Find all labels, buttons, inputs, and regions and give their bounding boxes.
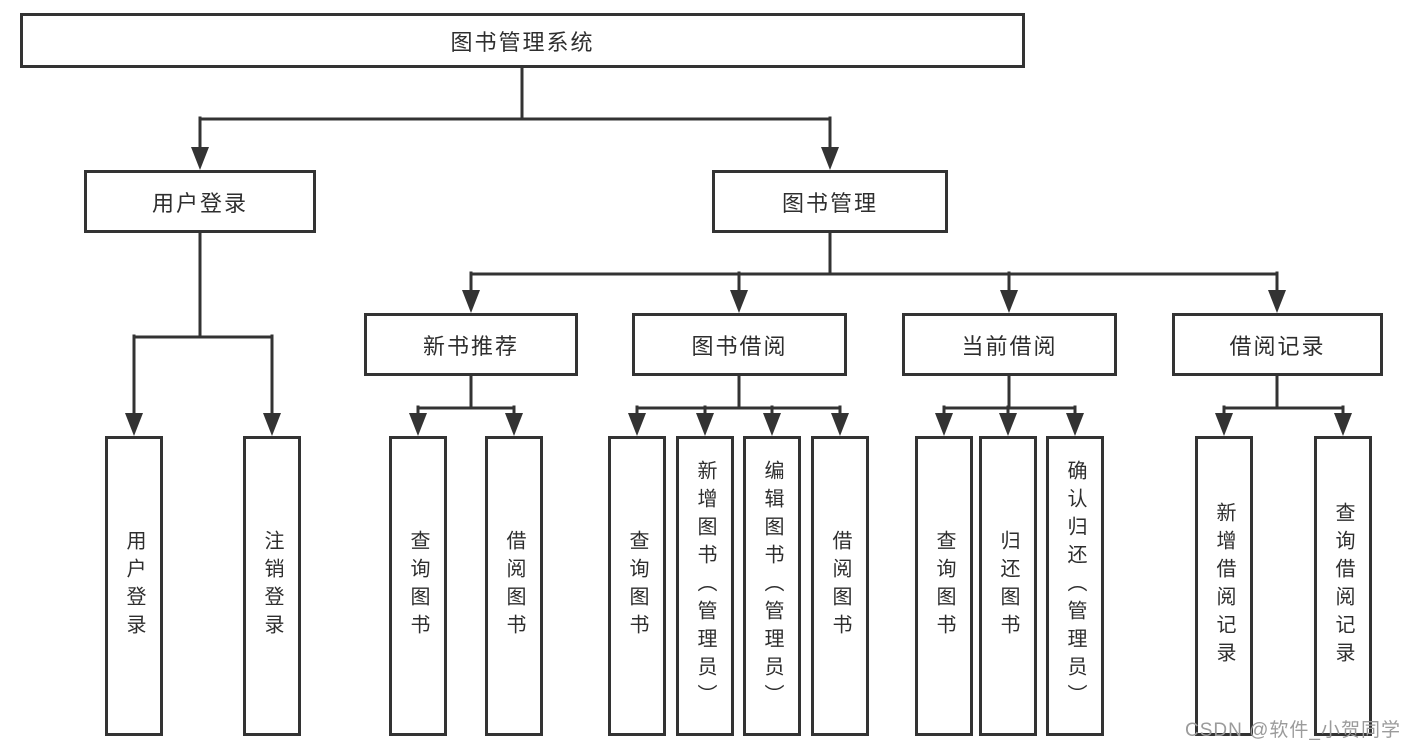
- leaf-user-login-label: 用户登录: [123, 530, 145, 642]
- leaf-borrow-books-borrow-label: 借阅图书: [829, 530, 851, 642]
- arrowheads: [125, 147, 1352, 436]
- node-user-login: 用户登录: [84, 170, 316, 233]
- leaf-edit-books-admin-label: 编辑图书（管理员）: [761, 460, 783, 712]
- leaf-borrow-books-borrow: 借阅图书: [811, 436, 869, 736]
- leaf-add-borrow-record: 新增借阅记录: [1195, 436, 1253, 736]
- node-book-borrowing: 图书借阅: [632, 313, 847, 376]
- leaf-borrow-books-recommend: 借阅图书: [485, 436, 543, 736]
- node-new-book-recommend: 新书推荐: [364, 313, 578, 376]
- leaf-logout: 注销登录: [243, 436, 301, 736]
- leaf-query-books-recommend-label: 查询图书: [407, 530, 429, 642]
- node-current-borrowing-label: 当前借阅: [961, 333, 1058, 359]
- node-root-label: 图书管理系统: [450, 29, 595, 55]
- leaf-confirm-return-admin: 确认归还（管理员）: [1046, 436, 1104, 736]
- node-borrowing-records: 借阅记录: [1172, 313, 1383, 376]
- leaf-return-books-label: 归还图书: [997, 530, 1019, 642]
- leaf-query-books-recommend: 查询图书: [389, 436, 447, 736]
- node-borrowing-records-label: 借阅记录: [1229, 333, 1326, 359]
- leaf-user-login: 用户登录: [105, 436, 163, 736]
- node-current-borrowing: 当前借阅: [902, 313, 1117, 376]
- leaf-logout-label: 注销登录: [261, 530, 283, 642]
- leaf-confirm-return-admin-label: 确认归还（管理员）: [1064, 460, 1086, 712]
- leaf-query-books-current-label: 查询图书: [933, 530, 955, 642]
- leaf-query-books-current: 查询图书: [915, 436, 973, 736]
- node-new-book-recommend-label: 新书推荐: [422, 333, 519, 359]
- node-book-management: 图书管理: [712, 170, 948, 233]
- leaf-query-books-borrow: 查询图书: [608, 436, 666, 736]
- node-root: 图书管理系统: [20, 13, 1025, 68]
- node-book-management-label: 图书管理: [781, 190, 878, 216]
- leaf-query-borrow-record: 查询借阅记录: [1314, 436, 1372, 736]
- leaf-add-books-admin-label: 新增图书（管理员）: [694, 460, 716, 712]
- leaf-add-books-admin: 新增图书（管理员）: [676, 436, 734, 736]
- leaf-query-books-borrow-label: 查询图书: [626, 530, 648, 642]
- leaf-edit-books-admin: 编辑图书（管理员）: [743, 436, 801, 736]
- node-user-login-label: 用户登录: [151, 190, 248, 216]
- leaf-return-books: 归还图书: [979, 436, 1037, 736]
- leaf-query-borrow-record-label: 查询借阅记录: [1332, 502, 1354, 670]
- node-book-borrowing-label: 图书借阅: [691, 333, 788, 359]
- leaf-borrow-books-recommend-label: 借阅图书: [503, 530, 525, 642]
- leaf-add-borrow-record-label: 新增借阅记录: [1213, 502, 1235, 670]
- csdn-watermark: CSDN @软件_小贺同学: [1185, 720, 1401, 741]
